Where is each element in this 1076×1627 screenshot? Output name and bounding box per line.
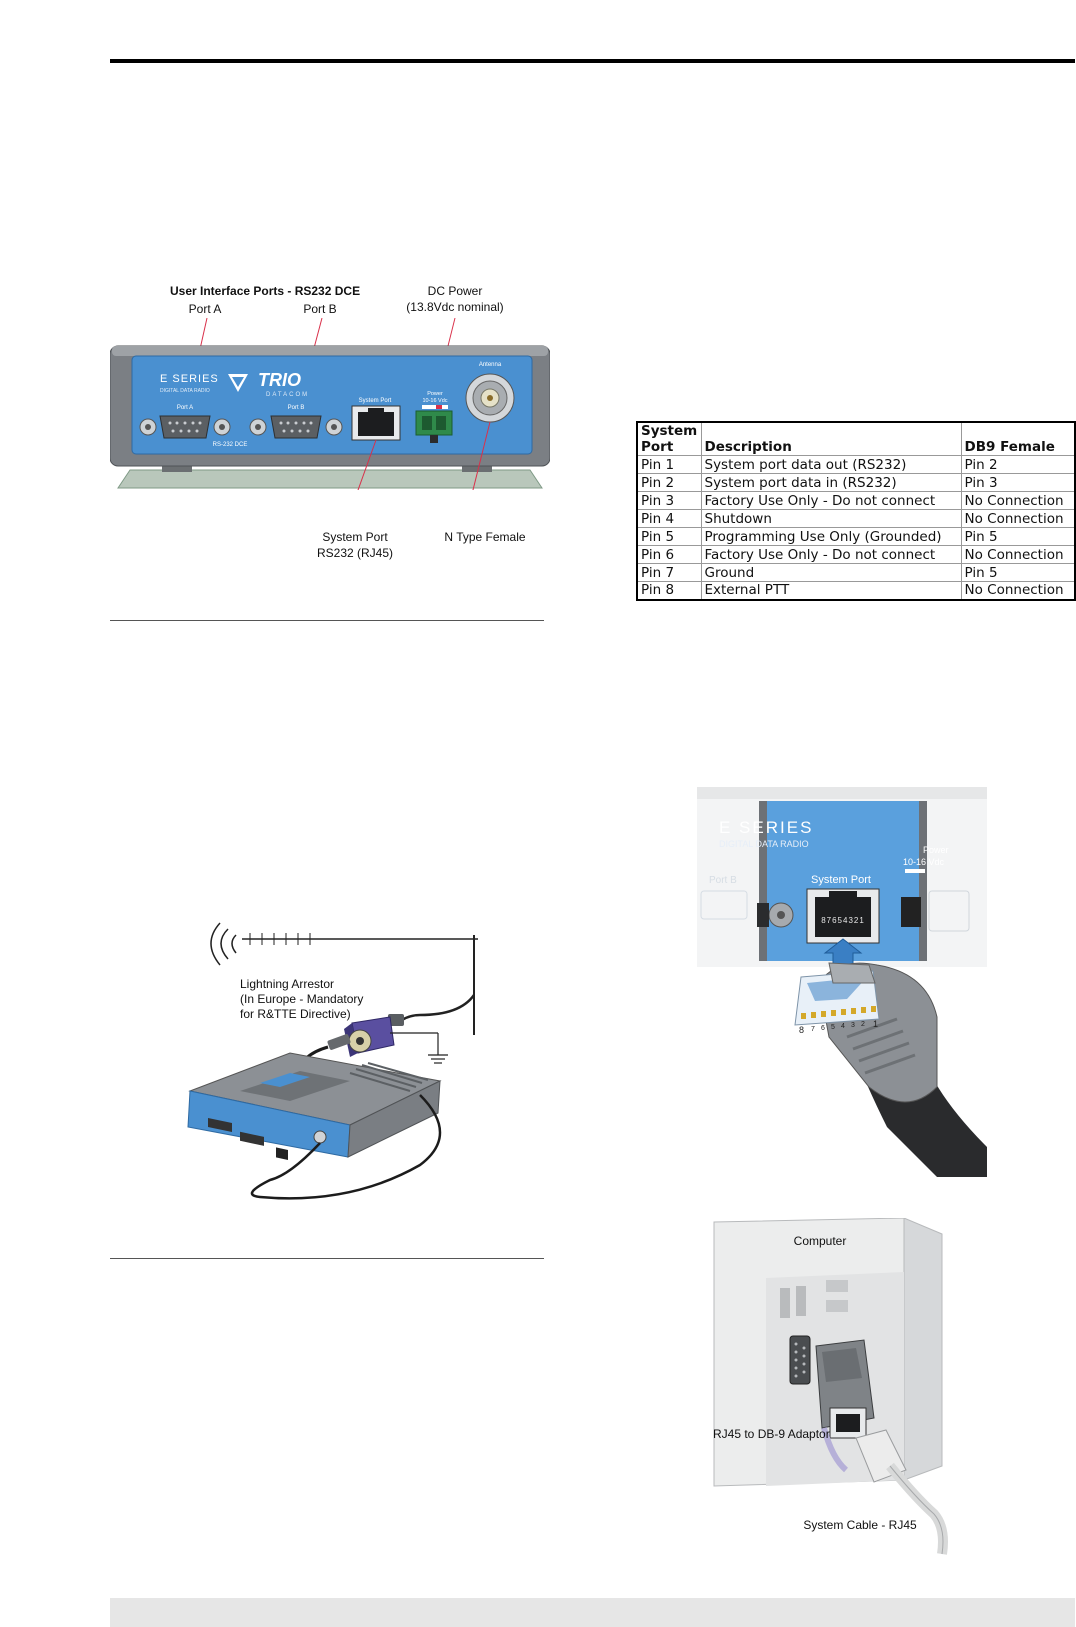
svg-text:8: 8: [799, 1025, 804, 1035]
computer-db9-port: [789, 1335, 811, 1385]
cell-db9: Pin 5: [960, 527, 1076, 546]
svg-text:DIGITAL DATA RADIO: DIGITAL DATA RADIO: [160, 388, 210, 394]
svg-text:TRIO: TRIO: [258, 370, 301, 390]
lightning-arrestor-illustration: [187, 922, 478, 1200]
db9-port-b: [270, 415, 322, 439]
svg-text:E SERIES: E SERIES: [160, 373, 219, 385]
cell-db9: Pin 3: [960, 473, 1076, 492]
svg-text:Power: Power: [427, 391, 443, 397]
svg-text:Port A: Port A: [177, 405, 193, 411]
cell-description: Factory Use Only - Do not connect: [700, 491, 962, 510]
fig1-dc-power-note: (13.8Vdc nominal): [406, 300, 504, 314]
fig4-computer-label: Computer: [793, 1234, 847, 1248]
svg-text:1: 1: [873, 1019, 878, 1029]
computer-adaptor-illustration: [713, 1218, 948, 1555]
fig2-line1: Lightning Arrestor: [240, 977, 335, 991]
cell-db9: No Connection: [960, 509, 1076, 528]
svg-text:2: 2: [861, 1021, 865, 1028]
svg-text:DATACOM: DATACOM: [266, 392, 309, 398]
svg-text:4: 4: [841, 1023, 845, 1030]
footer-bar: [110, 1598, 1075, 1627]
cell-db9: No Connection: [960, 545, 1076, 564]
svg-text:3: 3: [851, 1022, 855, 1029]
svg-text:6: 6: [821, 1025, 825, 1032]
fig1-antenna-label: N Type Female: [444, 530, 526, 544]
cell-pin: Pin 2: [636, 473, 702, 492]
cell-db9: Pin 2: [960, 455, 1076, 474]
cell-description: Ground: [700, 563, 962, 582]
svg-text:DIGITAL DATA RADIO: DIGITAL DATA RADIO: [719, 839, 809, 849]
cell-pin: Pin 1: [636, 455, 702, 474]
svg-text:10-16 Vdc: 10-16 Vdc: [903, 857, 945, 867]
svg-text:87654321: 87654321: [821, 916, 865, 925]
cell-pin: Pin 3: [636, 491, 702, 510]
cell-pin: Pin 7: [636, 563, 702, 582]
svg-text:System Port: System Port: [811, 874, 871, 886]
section-rule-1: [110, 620, 544, 621]
svg-text:7: 7: [811, 1026, 815, 1033]
cell-pin: Pin 5: [636, 527, 702, 546]
fig2-line3: for R&TTE Directive): [240, 1007, 351, 1021]
svg-text:RS-232 DCE: RS-232 DCE: [213, 442, 248, 448]
antenna-leader: [472, 421, 491, 490]
svg-text:Port B: Port B: [288, 405, 305, 411]
svg-text:Antenna: Antenna: [479, 362, 502, 368]
fig1-title: User Interface Ports - RS232 DCE: [170, 284, 361, 298]
cell-db9: No Connection: [960, 491, 1076, 510]
fig4-cable-label: System Cable - RJ45: [803, 1518, 917, 1532]
svg-text:Port B: Port B: [709, 875, 737, 886]
svg-text:E SERIES: E SERIES: [719, 818, 813, 837]
cell-description: Programming Use Only (Grounded): [700, 527, 962, 546]
radio-side: [347, 1080, 441, 1158]
cell-pin: Pin 8: [636, 581, 702, 600]
db9-port-a: [159, 415, 211, 439]
system-cable: [886, 1462, 948, 1555]
cell-pin: Pin 4: [636, 509, 702, 528]
section-rule-2: [110, 1258, 544, 1259]
fig1-port-b-label: Port B: [303, 302, 337, 316]
system-port-leader: [357, 439, 377, 490]
fig4-adaptor-label: RJ45 to DB-9 Adaptor: [713, 1427, 830, 1441]
svg-text:5: 5: [831, 1024, 835, 1031]
fig1-system-port-label: System Port: [322, 530, 388, 544]
fig2-line2: (In Europe - Mandatory: [240, 992, 364, 1006]
insert-arrow: [823, 938, 863, 966]
svg-text:10-16 Vdc: 10-16 Vdc: [422, 398, 447, 404]
fig1-port-a-label: Port A: [188, 302, 222, 316]
fig1-dc-power-label: DC Power: [427, 284, 483, 298]
cell-description: System port data out (RS232): [700, 455, 962, 474]
cell-description: Shutdown: [700, 509, 962, 528]
dc-power-connector: [415, 410, 453, 436]
svg-text:System Port: System Port: [359, 398, 392, 404]
header-rule: [110, 59, 1075, 63]
radio-housing-top: [112, 346, 548, 356]
radio-waves: [210, 922, 237, 966]
cell-pin: Pin 6: [636, 545, 702, 564]
cell-description: External PTT: [700, 581, 962, 600]
header-description: Description: [700, 421, 962, 456]
cell-db9: No Connection: [960, 581, 1076, 600]
cell-description: System port data in (RS232): [700, 473, 962, 492]
fig1-system-port-note: RS232 (RJ45): [316, 546, 394, 560]
header-db9-female: DB9 Female: [960, 421, 1076, 456]
svg-text:Power: Power: [923, 845, 949, 855]
mounting-bracket: [117, 469, 543, 489]
rear-panel-illustration: E SERIES DIGITAL DATA RADIO TRIO DATACOM…: [110, 318, 550, 490]
cell-description: Factory Use Only - Do not connect: [700, 545, 962, 564]
cell-db9: Pin 5: [960, 563, 1076, 582]
rj45-insertion-illustration: E SERIES DIGITAL DATA RADIO Port B Syste…: [697, 787, 987, 1177]
